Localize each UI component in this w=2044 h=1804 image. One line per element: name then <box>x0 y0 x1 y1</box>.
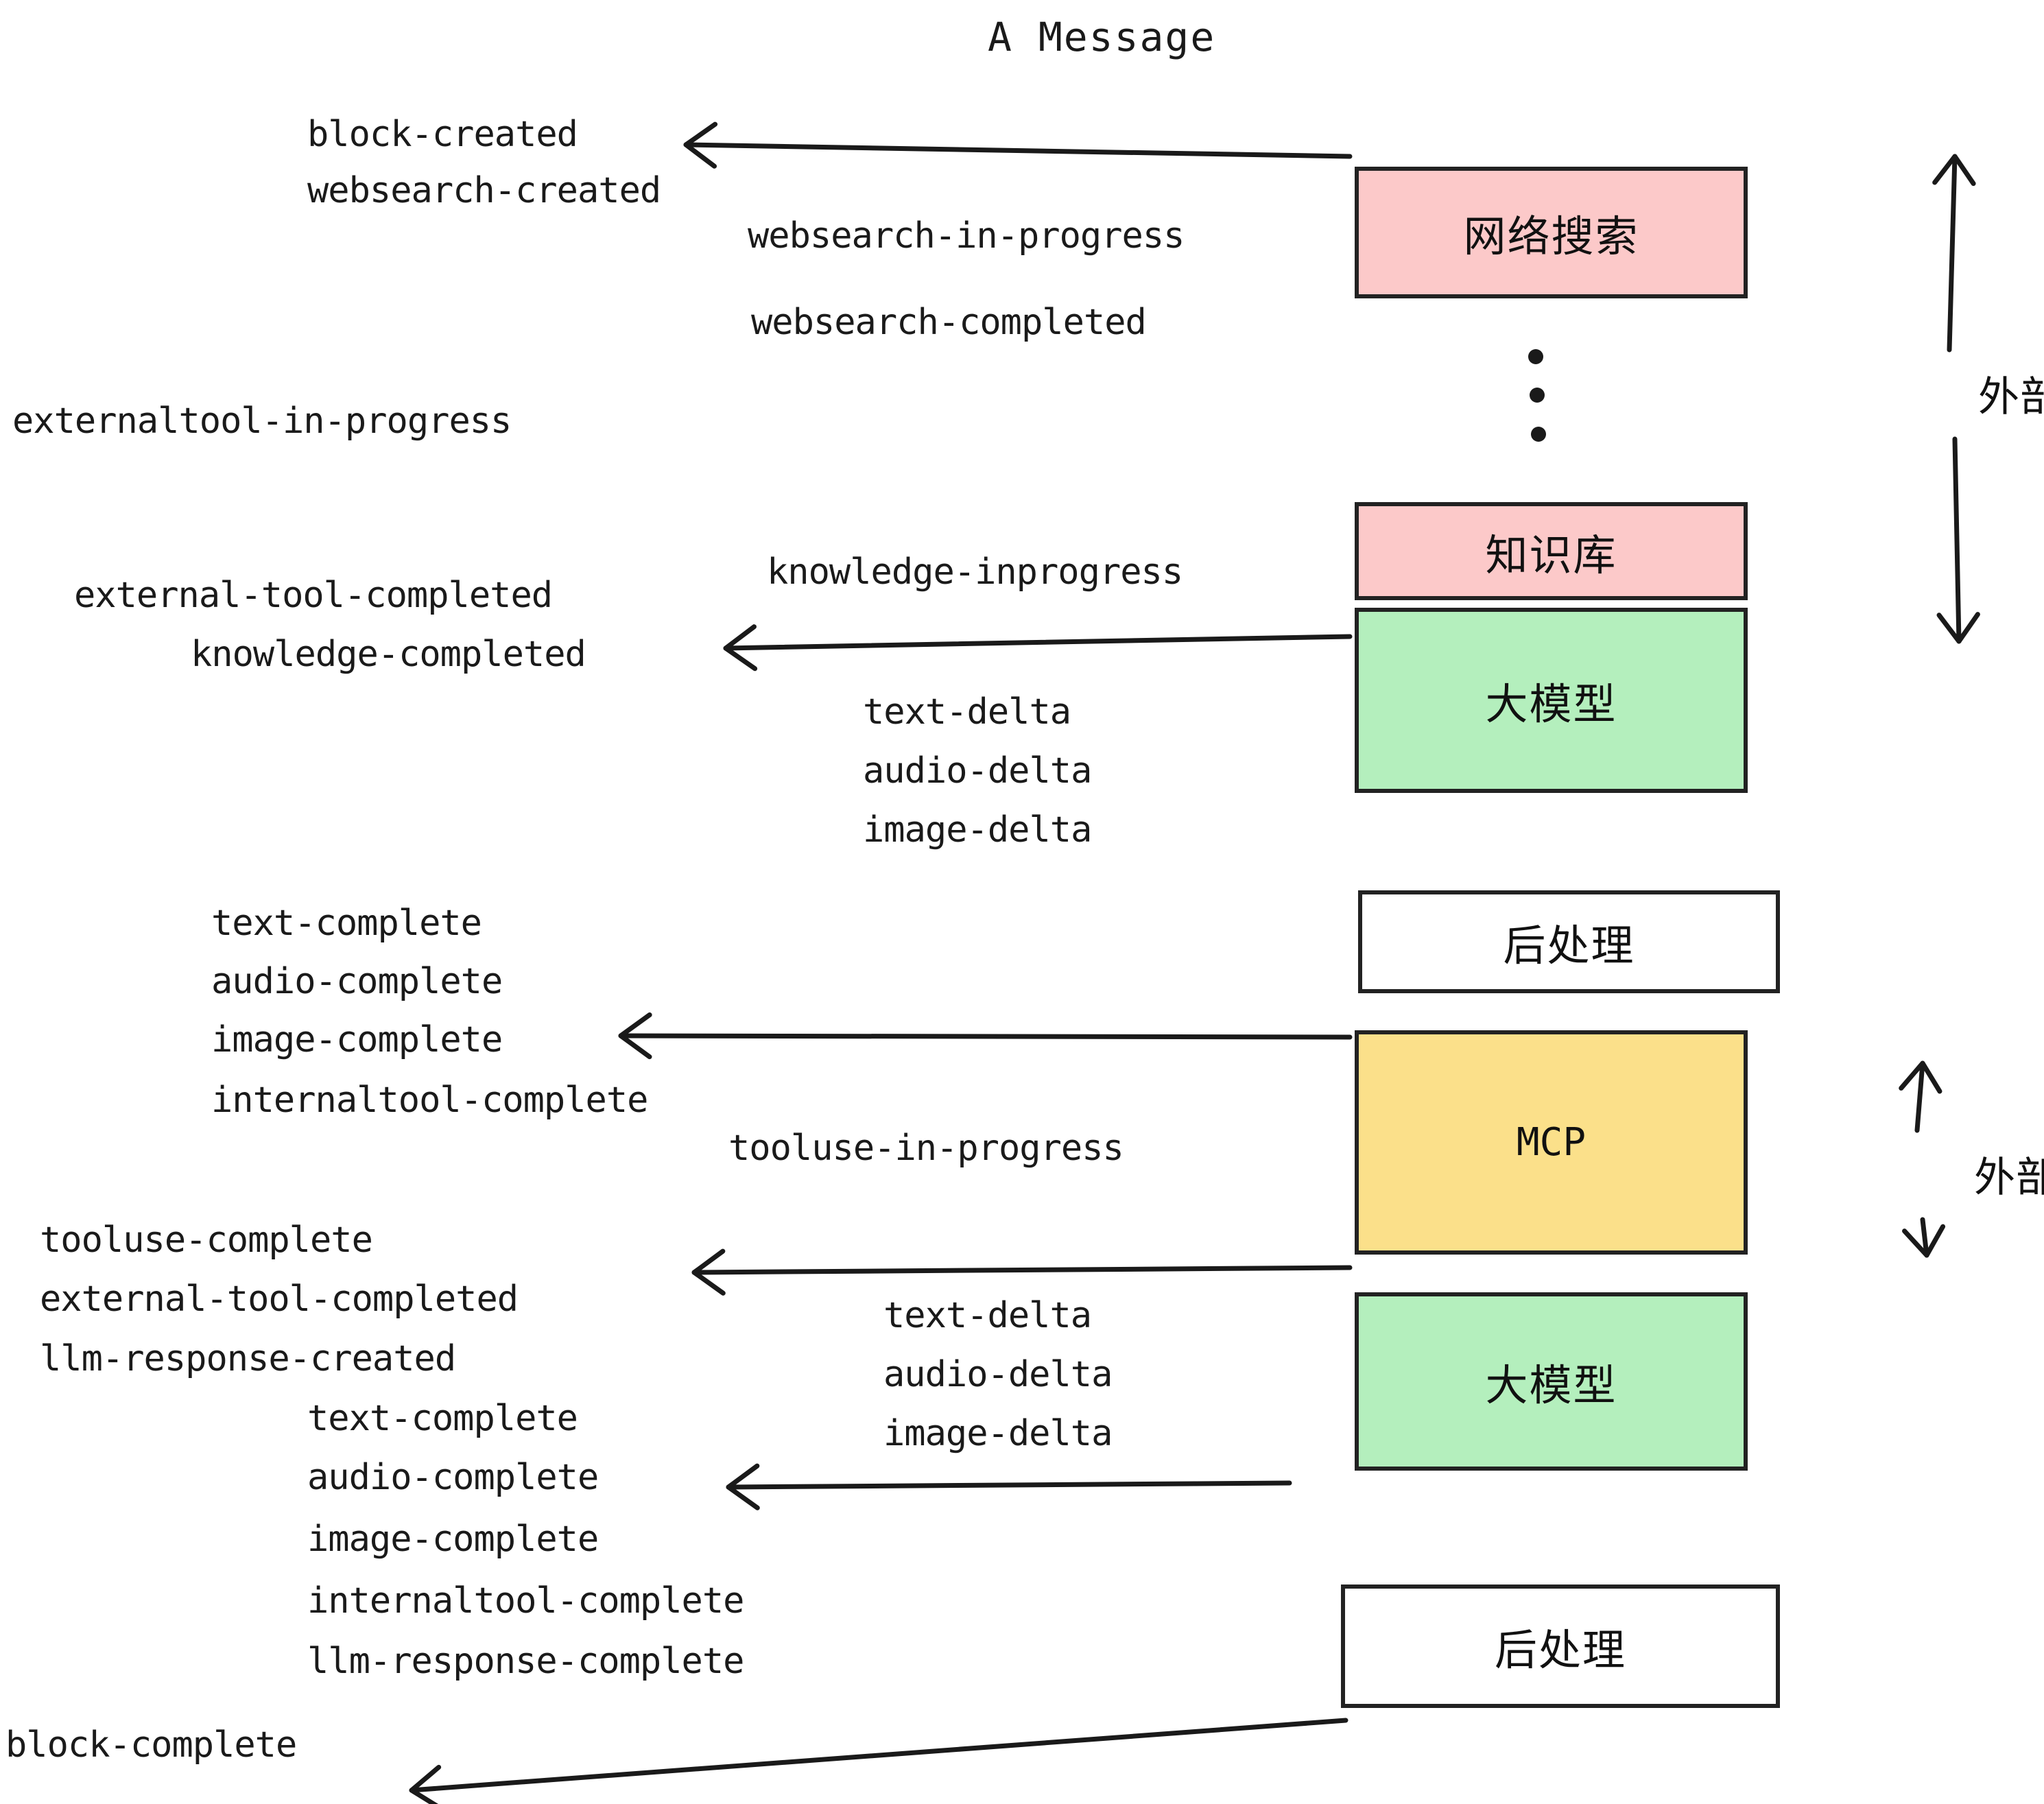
node-websearch: 网络搜索 <box>1355 167 1748 298</box>
event-label-external-tool-completed: external-tool-completed <box>40 1279 519 1320</box>
event-label-audio-delta: audio-delta <box>883 1354 1113 1395</box>
node-label: 大模型 <box>1485 1360 1617 1410</box>
node-label: MCP <box>1516 1120 1587 1165</box>
up-arrow-icon-external-tools-top <box>1932 154 1976 353</box>
event-label-text-complete: text-complete <box>211 903 482 944</box>
ellipsis-dot-1 <box>1528 349 1543 364</box>
node-label: 大模型 <box>1485 679 1617 729</box>
arrow-websearch-out <box>683 121 1353 169</box>
node-knowledge: 知识库 <box>1355 502 1748 600</box>
node-mcp: MCP <box>1355 1030 1748 1255</box>
event-label-knowledge-completed: knowledge-completed <box>191 634 586 675</box>
event-label-image-complete: image-complete <box>211 1019 503 1060</box>
node-label: 网络搜索 <box>1463 211 1639 261</box>
down-arrow-icon-external-tools-bottom <box>1902 1217 1946 1258</box>
arrow-block-complete <box>409 1718 1348 1804</box>
diagram-title: A Message <box>988 14 1216 60</box>
event-label-text-complete: text-complete <box>307 1398 578 1439</box>
event-label-block-complete: block-complete <box>5 1724 297 1766</box>
event-label-websearch-created: websearch-created <box>307 170 661 211</box>
event-label-image-delta: image-delta <box>863 809 1092 851</box>
event-label-internaltool-complete: internaltool-complete <box>211 1080 648 1121</box>
arrow-mcp-out <box>691 1248 1353 1296</box>
event-label-externaltool-in-progress: externaltool-in-progress <box>12 401 512 442</box>
event-label-knowledge-inprogress: knowledge-inprogress <box>767 551 1183 593</box>
event-label-llm-response-complete: llm-response-complete <box>307 1641 744 1682</box>
node-postprocess-2: 后处理 <box>1341 1585 1780 1708</box>
event-label-text-delta: text-delta <box>883 1295 1092 1336</box>
event-label-audio-complete: audio-complete <box>211 961 503 1002</box>
side-group-label-external-tools-bottom: 外部工具 <box>1974 1154 2044 1202</box>
event-label-websearch-completed: websearch-completed <box>751 302 1147 343</box>
event-label-audio-delta: audio-delta <box>863 750 1092 792</box>
event-label-llm-response-created: llm-response-created <box>40 1338 456 1379</box>
event-label-image-delta: image-delta <box>883 1413 1113 1454</box>
node-llm-2: 大模型 <box>1355 1292 1748 1471</box>
event-label-websearch-in-progress: websearch-in-progress <box>748 215 1185 257</box>
node-label: 后处理 <box>1494 1625 1626 1675</box>
down-arrow-icon-external-tools-top <box>1936 436 1980 644</box>
arrow-postprocess-1 <box>618 1012 1353 1060</box>
ellipsis-dot-2 <box>1530 388 1545 403</box>
node-label: 知识库 <box>1485 530 1617 580</box>
event-label-tooluse-in-progress: tooluse-in-progress <box>728 1128 1124 1169</box>
event-label-external-tool-completed: external-tool-completed <box>74 575 553 616</box>
event-label-tooluse-complete: tooluse-complete <box>40 1220 373 1261</box>
event-label-audio-complete: audio-complete <box>307 1457 599 1498</box>
event-label-text-delta: text-delta <box>863 691 1071 733</box>
up-arrow-icon-external-tools-bottom <box>1899 1060 1942 1133</box>
node-llm-1: 大模型 <box>1355 608 1748 793</box>
event-label-block-created: block-created <box>307 114 578 155</box>
arrow-knowledge-out <box>723 624 1353 672</box>
node-label: 后处理 <box>1503 921 1635 971</box>
side-group-label-external-tools-top: 外部工具 <box>1978 373 2044 421</box>
event-label-internaltool-complete: internaltool-complete <box>307 1580 744 1622</box>
ellipsis-dot-3 <box>1531 427 1546 442</box>
arrow-llm2-out <box>726 1463 1292 1510</box>
event-label-image-complete: image-complete <box>307 1519 599 1560</box>
node-postprocess-1: 后处理 <box>1358 890 1780 993</box>
